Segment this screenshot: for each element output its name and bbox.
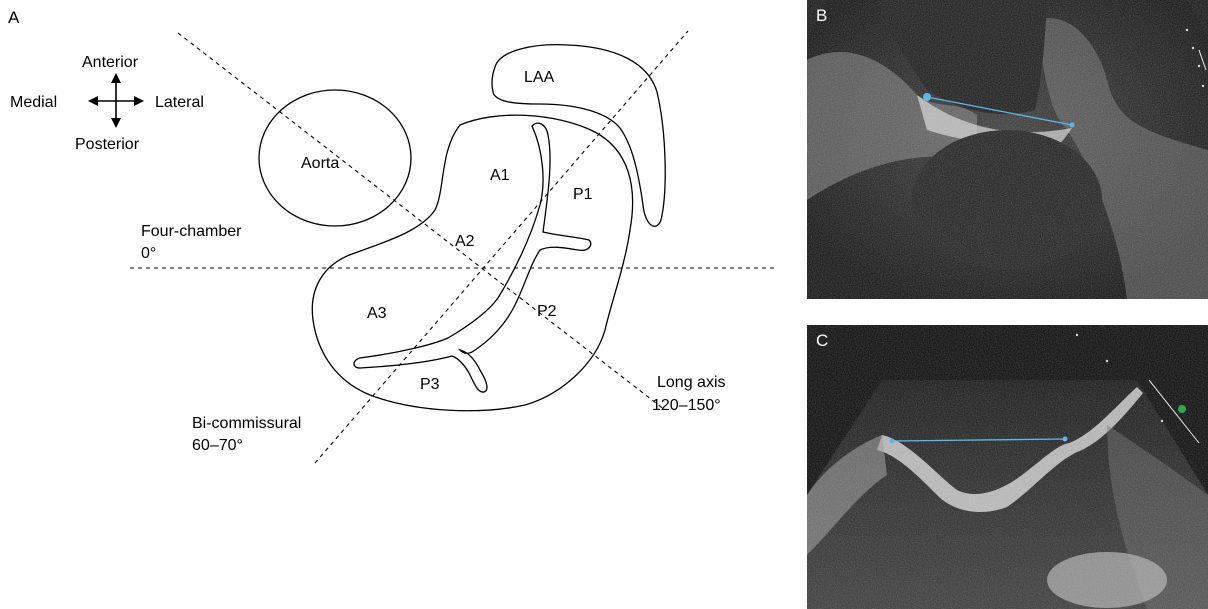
- four-chamber-label: Four-chamber: [141, 223, 242, 240]
- mitral-valve-outline: [312, 115, 632, 411]
- four-chamber-angle: 0°: [141, 245, 156, 262]
- arrow-right-icon: [134, 96, 144, 106]
- scallop-p3-label: P3: [420, 376, 440, 393]
- coaptation-line: [354, 123, 591, 392]
- depth-scale-marker-icon: [1178, 405, 1186, 413]
- aorta-label: Aorta: [301, 155, 339, 172]
- echo-image-b: B: [807, 0, 1208, 299]
- scallop-p2-label: P2: [537, 303, 557, 320]
- scallop-a2-label: A2: [455, 233, 475, 250]
- bicommissural-label: Bi-commissural: [192, 415, 301, 432]
- panel-a-label: A: [8, 8, 20, 27]
- arrow-left-icon: [88, 96, 98, 106]
- orientation-anterior: Anterior: [82, 54, 139, 71]
- panel-b-label: B: [816, 6, 827, 26]
- panel-c-label: C: [816, 331, 828, 351]
- long-axis-angle: 120–150°: [652, 397, 721, 414]
- measure-point-icon: [923, 93, 931, 101]
- orientation-compass: [88, 73, 144, 128]
- measure-point-icon: [1063, 437, 1068, 442]
- arrow-down-icon: [111, 118, 121, 128]
- laa-label: LAA: [524, 69, 555, 86]
- echo-image-c: C: [807, 325, 1208, 609]
- scallop-a1-label: A1: [490, 167, 510, 184]
- measure-point-icon: [1070, 123, 1075, 128]
- long-axis-plane-line: [178, 33, 665, 410]
- mitral-valve-schematic: A Anterior Posterior Medial Lateral Aort…: [0, 0, 790, 609]
- measure-point-icon: [890, 439, 895, 444]
- orientation-medial: Medial: [10, 94, 57, 111]
- orientation-posterior: Posterior: [75, 136, 140, 153]
- arrow-up-icon: [111, 73, 121, 83]
- scallop-p1-label: P1: [573, 186, 593, 203]
- long-axis-label: Long axis: [657, 374, 726, 391]
- scallop-a3-label: A3: [367, 305, 387, 322]
- bicommissural-angle: 60–70°: [192, 437, 243, 454]
- orientation-lateral: Lateral: [155, 94, 204, 111]
